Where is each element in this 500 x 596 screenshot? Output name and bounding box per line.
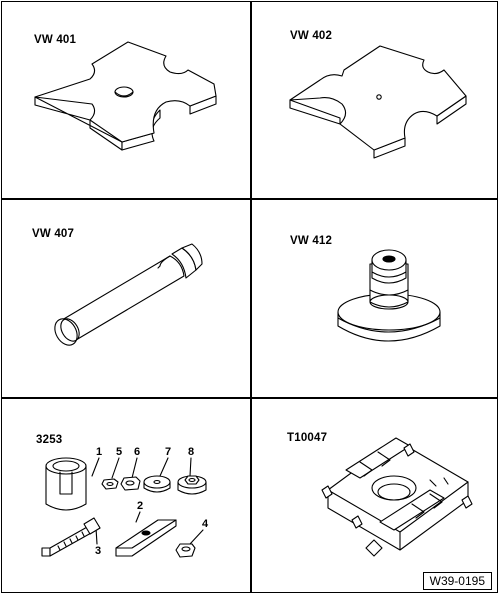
part-number-3: 3 — [95, 545, 102, 557]
tool-label-vw402: VW 402 — [290, 30, 333, 42]
figure-reference: W39-0195 — [422, 572, 492, 590]
grid-divider-row-1 — [2, 198, 497, 200]
part-number-8: 8 — [188, 446, 195, 458]
tool-label-vw412: VW 412 — [290, 235, 333, 247]
tool-label-vw401: VW 401 — [34, 34, 77, 46]
part-number-1: 1 — [96, 446, 103, 458]
part-number-5: 5 — [116, 446, 123, 458]
tool-label-vw407: VW 407 — [32, 228, 75, 240]
part-number-6: 6 — [134, 446, 141, 458]
tool-label-t10047: T10047 — [287, 432, 328, 444]
part-number-4: 4 — [202, 518, 209, 530]
part-number-2: 2 — [137, 500, 144, 512]
grid-divider-vertical — [250, 2, 252, 592]
tool-label-3253: 3253 — [36, 434, 63, 446]
grid-divider-row-2 — [2, 397, 497, 399]
part-number-7: 7 — [165, 446, 172, 458]
